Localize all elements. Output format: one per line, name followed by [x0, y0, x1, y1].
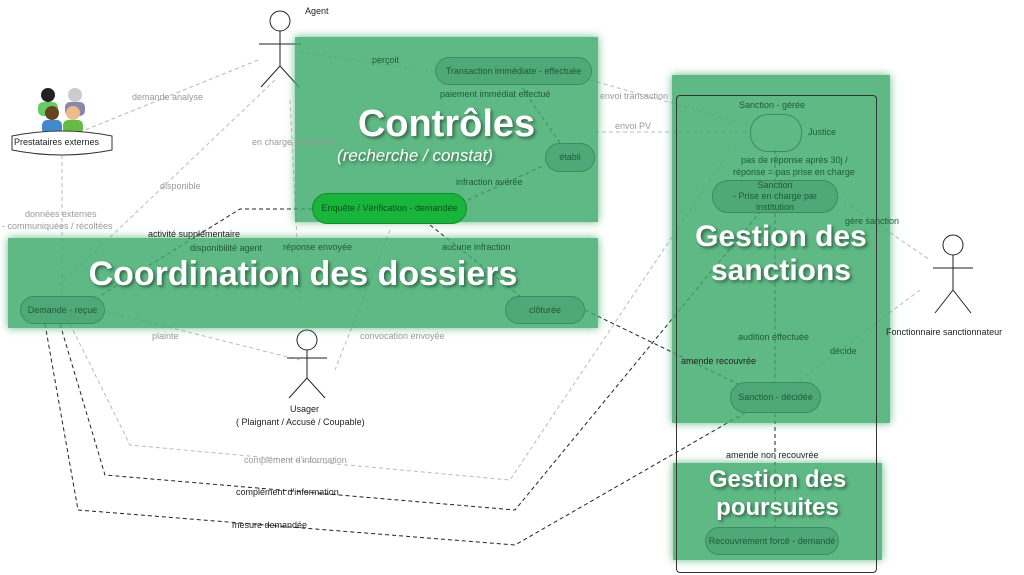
- edge-label: convocation envoyée: [360, 331, 445, 341]
- usager-roles-label: ( Plaignant / Accusé / Coupable): [236, 417, 365, 427]
- edge-label: paiement immédiat effectué: [440, 89, 551, 99]
- edge-label: gère sanction: [845, 216, 900, 226]
- state-sanction-decidee[interactable]: Sanction - décidée: [730, 382, 821, 413]
- edge-label: réponse = pas prise en charge: [733, 167, 855, 177]
- state-transaction[interactable]: Transaction immédiate - effectuée: [435, 57, 592, 85]
- usager-actor-icon: [287, 329, 327, 399]
- justice-cloud-icon: [750, 114, 802, 152]
- edge-label: disponible: [160, 181, 201, 191]
- edge-label: mesure demandée: [232, 520, 308, 530]
- edge-label: - communiquées / récoltées: [2, 221, 113, 231]
- coordination-overlay: [8, 238, 598, 328]
- frame-title: Sanction - gérée: [739, 100, 806, 110]
- edge-label: aucune infraction: [442, 242, 511, 252]
- edge-label: décide: [830, 346, 857, 356]
- edge-label: données externes: [25, 209, 97, 219]
- state-demande-recue[interactable]: Demande - reçue: [20, 296, 105, 324]
- poursuites-title: Gestion des poursuites: [708, 466, 847, 521]
- usager-label: Usager: [290, 404, 320, 414]
- sanctions-title: Gestion des sanctions: [695, 220, 867, 287]
- coordination-title: Coordination des dossiers: [88, 255, 518, 293]
- state-line: - Prise en charge par institution: [732, 191, 818, 212]
- sanctions-overlay: [672, 75, 890, 423]
- datastore-icon: [11, 130, 113, 156]
- state-sanction-prise[interactable]: Sanction - Prise en charge par instituti…: [712, 180, 838, 213]
- state-line: Sanction: [757, 180, 793, 190]
- prestataires-label: Prestataires externes: [14, 137, 100, 147]
- edge-label: en charge traitement: [252, 137, 335, 147]
- edge-label: audition effectuée: [738, 332, 809, 342]
- edge-label: réponse envoyée: [283, 242, 353, 252]
- state-recouvrement[interactable]: Recouvrement forcé - demandé: [705, 527, 839, 555]
- edge-label: complément d'information: [236, 487, 339, 497]
- edge-label: complément d'information: [244, 455, 347, 465]
- edge-label: perçoit: [372, 55, 400, 65]
- edge-label: pas de réponse après 30j /: [741, 155, 848, 165]
- edge-label: envoi transaction: [600, 91, 669, 101]
- edge-label: disponibilité agent: [190, 243, 263, 253]
- controles-title: Contrôles: [357, 103, 536, 145]
- state-etabli[interactable]: établi: [545, 143, 595, 172]
- edge-label: plainte: [152, 331, 179, 341]
- people-group-icon: [38, 88, 85, 134]
- edge-label: amende recouvrée: [681, 356, 757, 366]
- justice-label: Justice: [808, 127, 837, 137]
- state-cloturee[interactable]: clôturée: [505, 296, 585, 324]
- fonctionnaire-actor-icon: [933, 234, 973, 314]
- state-enquete[interactable]: Enquête / Vérification - demandée: [312, 193, 467, 224]
- controles-subtitle: (recherche / constat): [337, 146, 493, 165]
- edge-label: activité supplémentaire: [148, 229, 241, 239]
- agent-actor-icon: [259, 10, 301, 88]
- agent-label: Agent: [305, 6, 329, 16]
- edge-label: amende non recouvrée: [726, 450, 819, 460]
- edge-label: infraction avérée: [456, 177, 523, 187]
- sanction-geree-frame: [676, 95, 877, 573]
- fonctionnaire-label: Fonctionnaire sanctionnateur: [886, 327, 1003, 337]
- edge-label: envoi PV: [615, 121, 652, 131]
- edge-label: demande analyse: [132, 92, 204, 102]
